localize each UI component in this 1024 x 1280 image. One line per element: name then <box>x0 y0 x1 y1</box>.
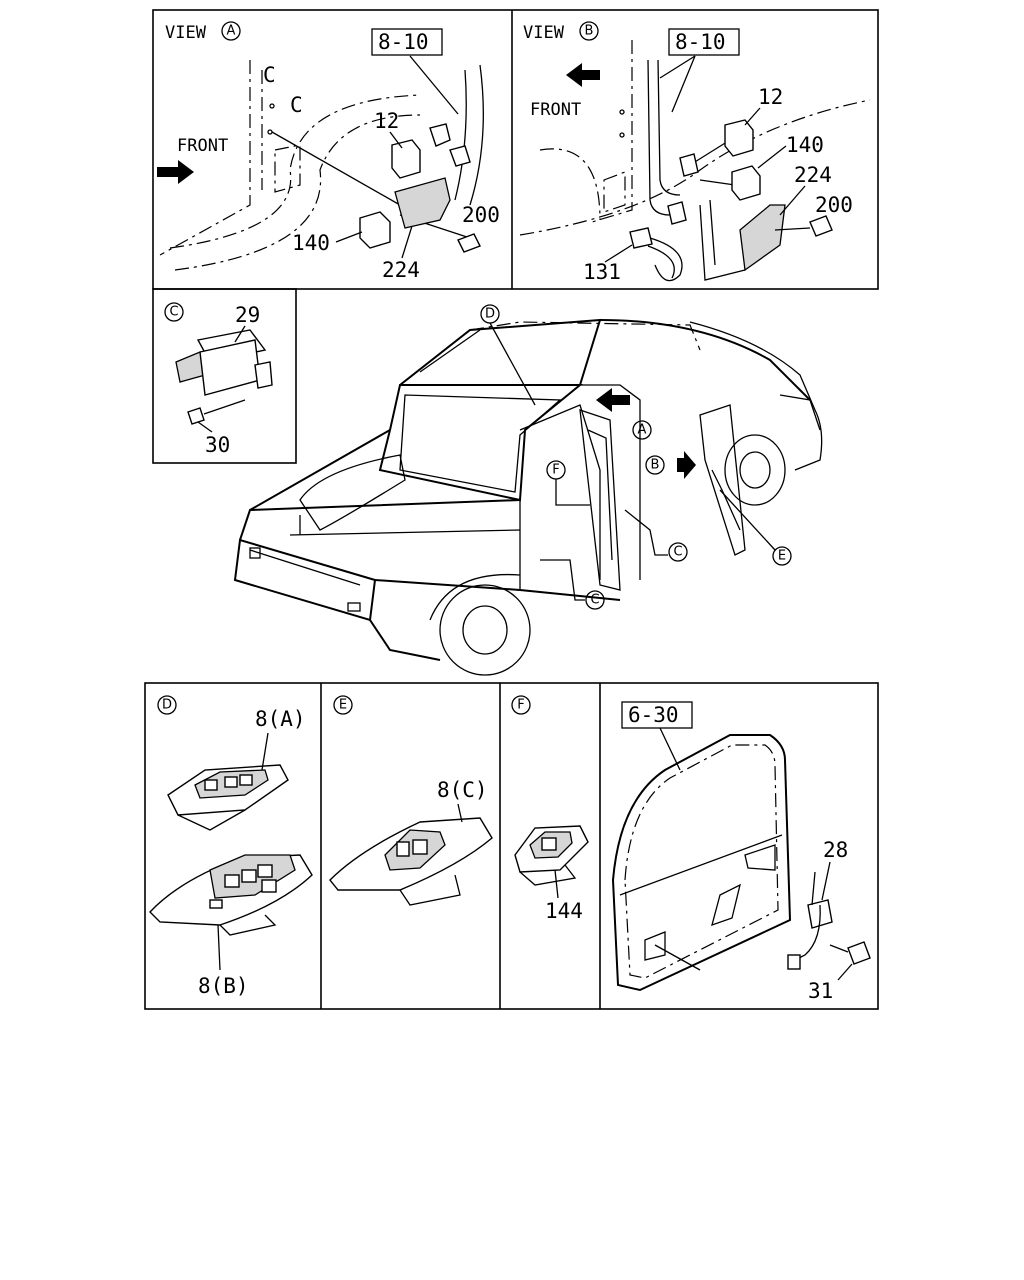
door-ref-box <box>621 701 693 729</box>
bracket-224-b-icon <box>739 204 786 272</box>
door-callout-28: 28 <box>823 838 848 862</box>
rear-door-open <box>579 409 621 591</box>
detail-f-marker: F <box>517 698 524 713</box>
door-panel: 6-30 28 31 <box>611 701 871 1003</box>
view-b-callout-131: 131 <box>583 260 621 284</box>
door-outline <box>611 734 792 992</box>
view-b-marker-circle <box>579 21 599 41</box>
view-b-callout-224: 224 <box>794 163 832 187</box>
main-marker-c2: C <box>673 545 682 560</box>
view-b-callout-12: 12 <box>758 85 783 109</box>
detail-d-marker: D <box>162 698 172 713</box>
main-arrow-a-icon <box>596 388 630 412</box>
door-ref-label: 6-30 <box>628 703 679 727</box>
relay-12-icon <box>391 139 421 179</box>
main-marker-d: D <box>485 307 495 322</box>
detail-d-panel: D 8(A) 8(B) <box>149 695 313 998</box>
detail-c-callout-30: 30 <box>205 433 230 457</box>
view-b-ref-box <box>668 28 740 56</box>
relay-140-icon <box>359 211 391 249</box>
detail-c-marker: C <box>169 305 178 320</box>
detail-e-panel: E 8(C) <box>329 695 493 906</box>
tie-strap-131-icon <box>629 227 653 249</box>
svg-text:C: C <box>290 93 303 117</box>
main-marker-c1: C <box>590 593 599 608</box>
view-a-marker: A <box>227 24 236 39</box>
bolt-31-icon <box>847 941 871 965</box>
detail-c-frame <box>152 288 297 464</box>
view-a-front-arrow-icon <box>157 160 194 184</box>
detail-e-callout-8c: 8(C) <box>437 778 488 802</box>
view-b-callout-140: 140 <box>786 133 824 157</box>
front-door-open <box>699 404 746 556</box>
detail-e-marker: E <box>339 698 347 713</box>
view-b-callout-200: 200 <box>815 193 853 217</box>
view-b-title: VIEW <box>523 23 565 43</box>
bolt-200-icon <box>457 233 481 253</box>
view-a-callout-224: 224 <box>382 258 420 282</box>
relay-12-b-icon <box>724 119 754 157</box>
door-callout-31: 31 <box>808 979 833 1003</box>
view-b-ref-label: 8-10 <box>675 30 726 54</box>
view-a-title: VIEW <box>165 23 207 43</box>
view-a-callout-200: 200 <box>462 203 500 227</box>
view-a-ref-label: 8-10 <box>378 30 429 54</box>
view-a-callout-140: 140 <box>292 231 330 255</box>
main-marker-f: F <box>552 463 559 478</box>
view-b-panel: VIEW B 8-10 FRONT <box>519 21 871 284</box>
main-marker-a: A <box>638 423 647 438</box>
detail-c-callout-29: 29 <box>235 303 260 327</box>
detail-d-callout-8b: 8(B) <box>198 974 249 998</box>
detail-d-callout-8a: 8(A) <box>255 707 306 731</box>
view-a-callout-12: 12 <box>374 109 399 133</box>
view-a-ref-box <box>371 28 443 56</box>
detail-f-panel: F 144 <box>511 695 589 923</box>
top-panels-frame <box>152 9 879 290</box>
detail-f-callout-144: 144 <box>545 899 583 923</box>
view-b-marker: B <box>585 24 594 39</box>
view-a-marker-circle <box>221 21 241 41</box>
truck-main-view: D A B F C C E <box>233 304 823 676</box>
main-marker-e: E <box>778 549 786 564</box>
relay-140-b-icon <box>731 165 761 201</box>
main-arrow-b-icon <box>677 451 696 479</box>
view-a-panel: VIEW A 8-10 C C FRONT 12 <box>157 21 500 282</box>
view-b-front-arrow-icon <box>566 63 600 87</box>
detail-c-marker-circle <box>164 302 184 322</box>
bottom-panels-frame <box>144 682 879 1010</box>
view-a-front-label: FRONT <box>177 136 228 156</box>
screw-30-icon <box>187 407 205 425</box>
bracket-224-icon <box>394 177 451 229</box>
detail-c-panel: C 29 30 <box>164 302 273 457</box>
view-b-front-label: FRONT <box>530 100 581 120</box>
main-marker-b: B <box>651 458 660 473</box>
bolt-200-b-icon <box>809 215 833 237</box>
svg-text:C: C <box>263 63 276 87</box>
